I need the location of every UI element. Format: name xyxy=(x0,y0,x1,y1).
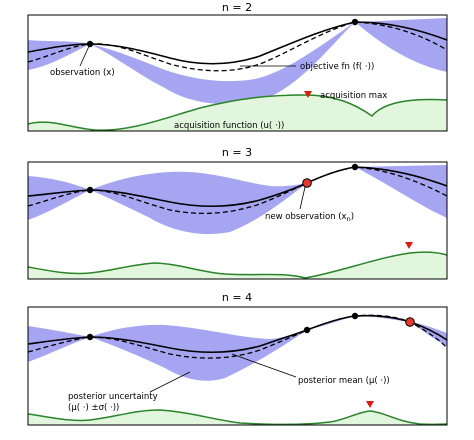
observation-dot-n2-b xyxy=(351,18,359,26)
posterior-mean-label: posterior mean (μ( ·)) xyxy=(298,376,390,386)
panel-frame-n2 xyxy=(27,14,448,132)
new-observation-dot-n4 xyxy=(405,317,415,327)
panel-n3: n = 3 new observation (xn) xyxy=(27,146,448,280)
panel-title-n3: n = 3 xyxy=(222,146,252,159)
uncertainty-band-n2 xyxy=(28,18,447,105)
acquisition-function-label: acquisition function (u( ·)) xyxy=(174,121,284,131)
acquisition-fill-n4 xyxy=(28,410,447,425)
acquisition-max-marker-n3 xyxy=(405,242,413,249)
posterior-uncertainty-label-line1: posterior uncertainty xyxy=(68,392,158,402)
new-observation-leader xyxy=(299,186,306,210)
acquisition-max-label: acquisition max xyxy=(320,91,387,101)
acquisition-curve-n3 xyxy=(27,251,448,279)
acquisition-fill-n3 xyxy=(28,252,447,279)
uncertainty-band-n4 xyxy=(28,316,447,381)
acquisition-max-marker-n2 xyxy=(304,91,312,98)
objective-label: objective fn (f( ·)) xyxy=(300,62,374,72)
posterior-uncertainty-leader xyxy=(149,371,191,393)
acquisition-fill-n2 xyxy=(28,95,447,131)
new-observation-dot-n3 xyxy=(302,178,312,188)
panel-n4: n = 4 posterior uncertainty (μ( ·) ±σ( ·… xyxy=(27,291,448,426)
observation-dot-n4-b xyxy=(303,326,311,334)
panel-n2: n = 2 observation (x) objective fn (f( ·… xyxy=(27,1,448,132)
posterior-mean-n4 xyxy=(27,314,448,354)
uncertainty-band-n3 xyxy=(28,165,447,235)
new-observation-label: new observation (xn) xyxy=(265,212,354,223)
observation-dot-n3-a xyxy=(86,186,94,194)
observation-leader-n2 xyxy=(79,43,91,67)
panel-frame-n4 xyxy=(27,306,448,426)
panel-frame-n3 xyxy=(27,161,448,280)
panel-title-n4: n = 4 xyxy=(222,291,252,304)
panel-title-n2: n = 2 xyxy=(222,1,252,14)
acquisition-curve-n4 xyxy=(27,409,448,426)
posterior-uncertainty-label-line2: (μ( ·) ±σ( ·)) xyxy=(68,403,119,413)
posterior-mean-leader xyxy=(231,353,297,378)
observation-dot-n4-c xyxy=(351,312,359,320)
observation-dot-n3-b xyxy=(351,163,359,171)
acquisition-max-marker-n4 xyxy=(366,401,374,408)
observation-dot-n4-a xyxy=(86,333,94,341)
acquisition-curve-n2 xyxy=(27,94,448,131)
observation-label: observation (x) xyxy=(50,68,115,78)
